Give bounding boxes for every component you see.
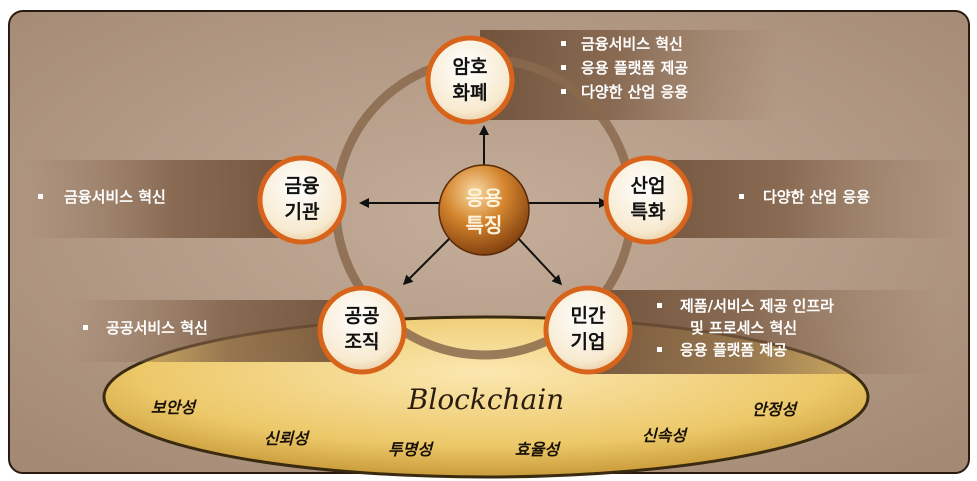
- arrow-to-private: [517, 237, 563, 286]
- crypto-bullet-2: 응용 플랫폼 제공: [581, 59, 688, 77]
- center-node: 응용 특징: [438, 164, 530, 256]
- public-bullet-band: [70, 300, 355, 362]
- industry-bullet-band: [640, 160, 960, 238]
- node-public: 공공 조직: [317, 285, 407, 375]
- property-speed: 신속성: [642, 426, 688, 445]
- node-industry: 산업 특화: [603, 155, 693, 245]
- node-private-line1: 민간: [571, 305, 606, 327]
- node-finance-line1: 금융: [285, 175, 320, 197]
- node-private: 민간 기업: [543, 285, 633, 375]
- bullet-marker: [561, 65, 566, 70]
- finance-bullet-1: 금융서비스 혁신: [64, 188, 166, 206]
- node-industry-line1: 산업: [631, 175, 666, 197]
- private-bullet-2: 및 프로세스 혁신: [690, 319, 797, 337]
- property-stability: 안정성: [752, 400, 798, 419]
- crypto-bullets: 금융서비스 혁신 응용 플랫폼 제공 다양한 산업 응용: [561, 35, 688, 101]
- industry-bullet-1: 다양한 산업 응용: [763, 188, 870, 206]
- bullet-marker: [739, 194, 744, 199]
- bullet-marker: [561, 89, 566, 94]
- node-industry-circle: [603, 155, 693, 245]
- node-finance-line2: 기관: [285, 201, 320, 223]
- node-crypto: 암호 화폐: [425, 35, 515, 125]
- public-bullets: 공공서비스 혁신: [83, 319, 208, 337]
- node-private-line2: 기업: [571, 331, 606, 353]
- blockchain-title: Blockchain: [407, 383, 564, 416]
- property-trust: 신뢰성: [264, 429, 310, 448]
- industry-bullets: 다양한 산업 응용: [739, 188, 870, 206]
- center-line2: 특징: [466, 213, 503, 237]
- crypto-bullet-1: 금융서비스 혁신: [581, 35, 683, 53]
- property-efficiency: 효율성: [515, 440, 561, 459]
- property-security: 보안성: [151, 398, 197, 417]
- node-public-line1: 공공: [345, 305, 380, 327]
- private-bullet-band: [590, 290, 940, 374]
- private-bullets: 제품/서비스 제공 인프라 및 프로세스 혁신 응용 플랫폼 제공: [657, 297, 834, 359]
- center-circle: [438, 164, 530, 256]
- node-crypto-circle: [425, 35, 515, 125]
- node-public-circle: [317, 285, 407, 375]
- property-transparency: 투명성: [388, 440, 434, 459]
- node-crypto-line2: 화폐: [453, 82, 488, 104]
- node-crypto-line1: 암호: [453, 56, 488, 78]
- center-line1: 응용: [466, 186, 503, 210]
- finance-bullet-band: [25, 160, 295, 238]
- node-industry-line2: 특화: [631, 201, 666, 223]
- bullet-marker: [38, 194, 43, 199]
- private-bullet-1: 제품/서비스 제공 인프라: [680, 297, 834, 315]
- bullet-marker: [657, 347, 662, 352]
- crypto-bullet-band: [480, 30, 780, 120]
- node-public-line2: 조직: [345, 331, 380, 353]
- finance-bullets: 금융서비스 혁신: [38, 188, 166, 206]
- arrows: [359, 125, 609, 286]
- bullet-marker: [657, 303, 662, 308]
- arrow-to-public: [402, 237, 451, 286]
- crypto-bullet-3: 다양한 산업 응용: [581, 83, 688, 101]
- private-bullet-3: 응용 플랫폼 제공: [680, 341, 787, 359]
- public-bullet-1: 공공서비스 혁신: [106, 319, 208, 337]
- node-private-circle: [543, 285, 633, 375]
- bullet-marker: [83, 325, 88, 330]
- bullet-marker: [561, 41, 566, 46]
- node-finance: 금융 기관: [257, 155, 347, 245]
- node-finance-circle: [257, 155, 347, 245]
